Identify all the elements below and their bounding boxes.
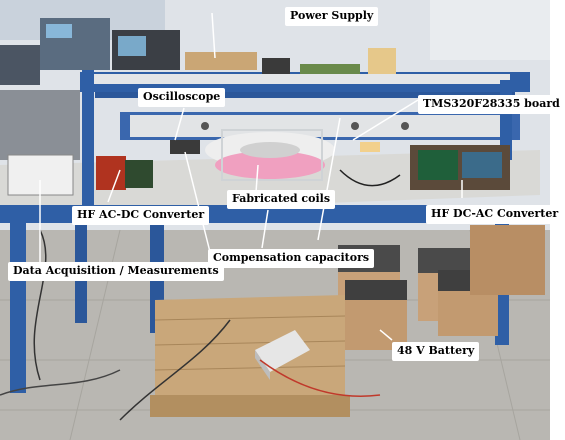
label-tms-board: TMS320F28335 board [418,95,565,114]
label-hf-acdc: HF AC-DC Converter [72,206,210,225]
label-oscilloscope: Oscilloscope [138,88,226,107]
label-data-acquisition: Data Acquisition / Measurements [8,262,224,281]
lab-photo [0,0,550,440]
label-fabricated-coils: Fabricated coils [227,190,336,209]
label-compensation-capacitors: Compensation capacitors [208,249,375,268]
label-48v-battery: 48 V Battery [392,342,480,361]
label-power-supply: Power Supply [285,7,379,26]
label-hf-dcac: HF DC-AC Converter [426,205,564,224]
